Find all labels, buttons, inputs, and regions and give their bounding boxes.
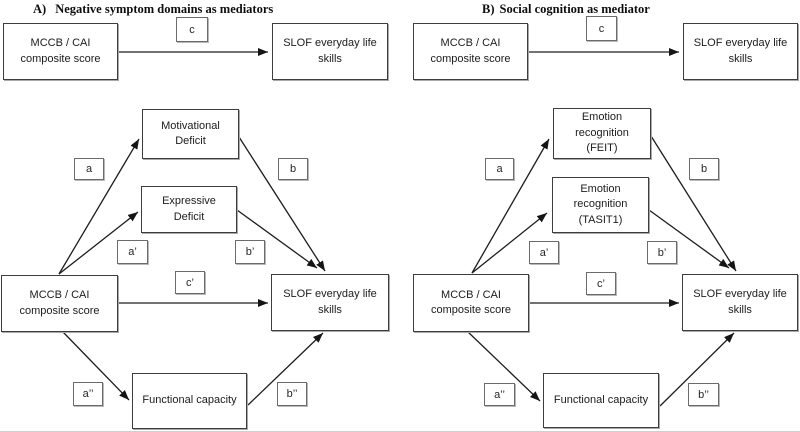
panelB-path-b-arrow	[650, 135, 737, 272]
panelA-outcome-box: SLOF everyday life skills	[271, 274, 389, 331]
panelA-mediator1-box: Motivational Deficit	[142, 109, 239, 159]
panelB-label-c: c	[586, 16, 617, 41]
panelA-path-ap-arrow	[58, 211, 139, 275]
panelA-path-bpp-arrow	[247, 332, 324, 406]
panelB-label-a-prime: a’	[529, 241, 559, 264]
panelB-label-b: b	[689, 158, 719, 180]
panelA-path-a-arrow	[58, 138, 140, 275]
panelA-label-a: a	[74, 158, 104, 180]
panelB-title-label: B)	[482, 2, 495, 16]
panelB-outcome-box: SLOF everyday life skills	[682, 274, 798, 331]
panelA-path-app-arrow	[62, 331, 130, 401]
panelA-label-b: b	[278, 158, 308, 180]
panelB-mediator2-box: Emotion recognition (TASIT1)	[552, 177, 649, 233]
panelB-mediator1-box: Emotion recognition (FEIT)	[553, 108, 651, 159]
panelB-predictor-box: MCCB / CAI composite score	[413, 274, 529, 332]
panelA-path-b-arrow	[238, 136, 326, 272]
panelA-label-b-doubleprime: b’’	[277, 382, 307, 406]
panelA-label-b-prime: b’	[235, 240, 265, 264]
panelB-path-ap-arrow	[471, 212, 548, 274]
panelB-top-predictor-box: MCCB / CAI composite score	[413, 23, 528, 80]
panelA-top-predictor-box: MCCB / CAI composite score	[3, 23, 118, 80]
panelB-label-b-prime: b’	[647, 241, 677, 264]
panelA-mediator2-box: Expressive Deficit	[141, 186, 237, 233]
panelB-path-bp-arrow	[648, 209, 730, 269]
panelA-path-bp-arrow	[236, 209, 318, 269]
panelB-label-a-doubleprime: a’’	[484, 383, 515, 406]
panelB-top-outcome-box: SLOF everyday life skills	[683, 23, 798, 80]
panelB-label-b-doubleprime: b’’	[688, 383, 719, 406]
panelA-label-c-prime: c’	[175, 271, 205, 294]
panelA-top-outcome-box: SLOF everyday life skills	[272, 23, 388, 80]
panelA-mediator3-box: Functional capacity	[132, 373, 247, 429]
panelA-title: A) Negative symptom domains as mediators	[33, 2, 273, 17]
panelA-title-text: Negative symptom domains as mediators	[55, 2, 274, 16]
panelA-label-a-doubleprime: a’’	[73, 382, 103, 406]
panelB-title-text: Social cognition as mediator	[499, 2, 650, 16]
panelB-mediator3-box: Functional capacity	[543, 373, 659, 428]
panelA-predictor-box: MCCB / CAI composite score	[1, 275, 118, 332]
panelA-label-c: c	[176, 17, 208, 42]
panelB-path-bpp-arrow	[659, 332, 735, 407]
panelA-title-label: A)	[33, 2, 47, 16]
panelB-label-c-prime: c’	[586, 272, 616, 295]
panelB-label-a: a	[485, 158, 514, 180]
panelB-path-app-arrow	[466, 330, 541, 402]
panelB-title: B) Social cognition as mediator	[482, 2, 650, 17]
panelA-label-a-prime: a’	[117, 240, 148, 264]
panelB-path-a-arrow	[471, 138, 550, 274]
figure-bottom-rule	[0, 430, 800, 432]
